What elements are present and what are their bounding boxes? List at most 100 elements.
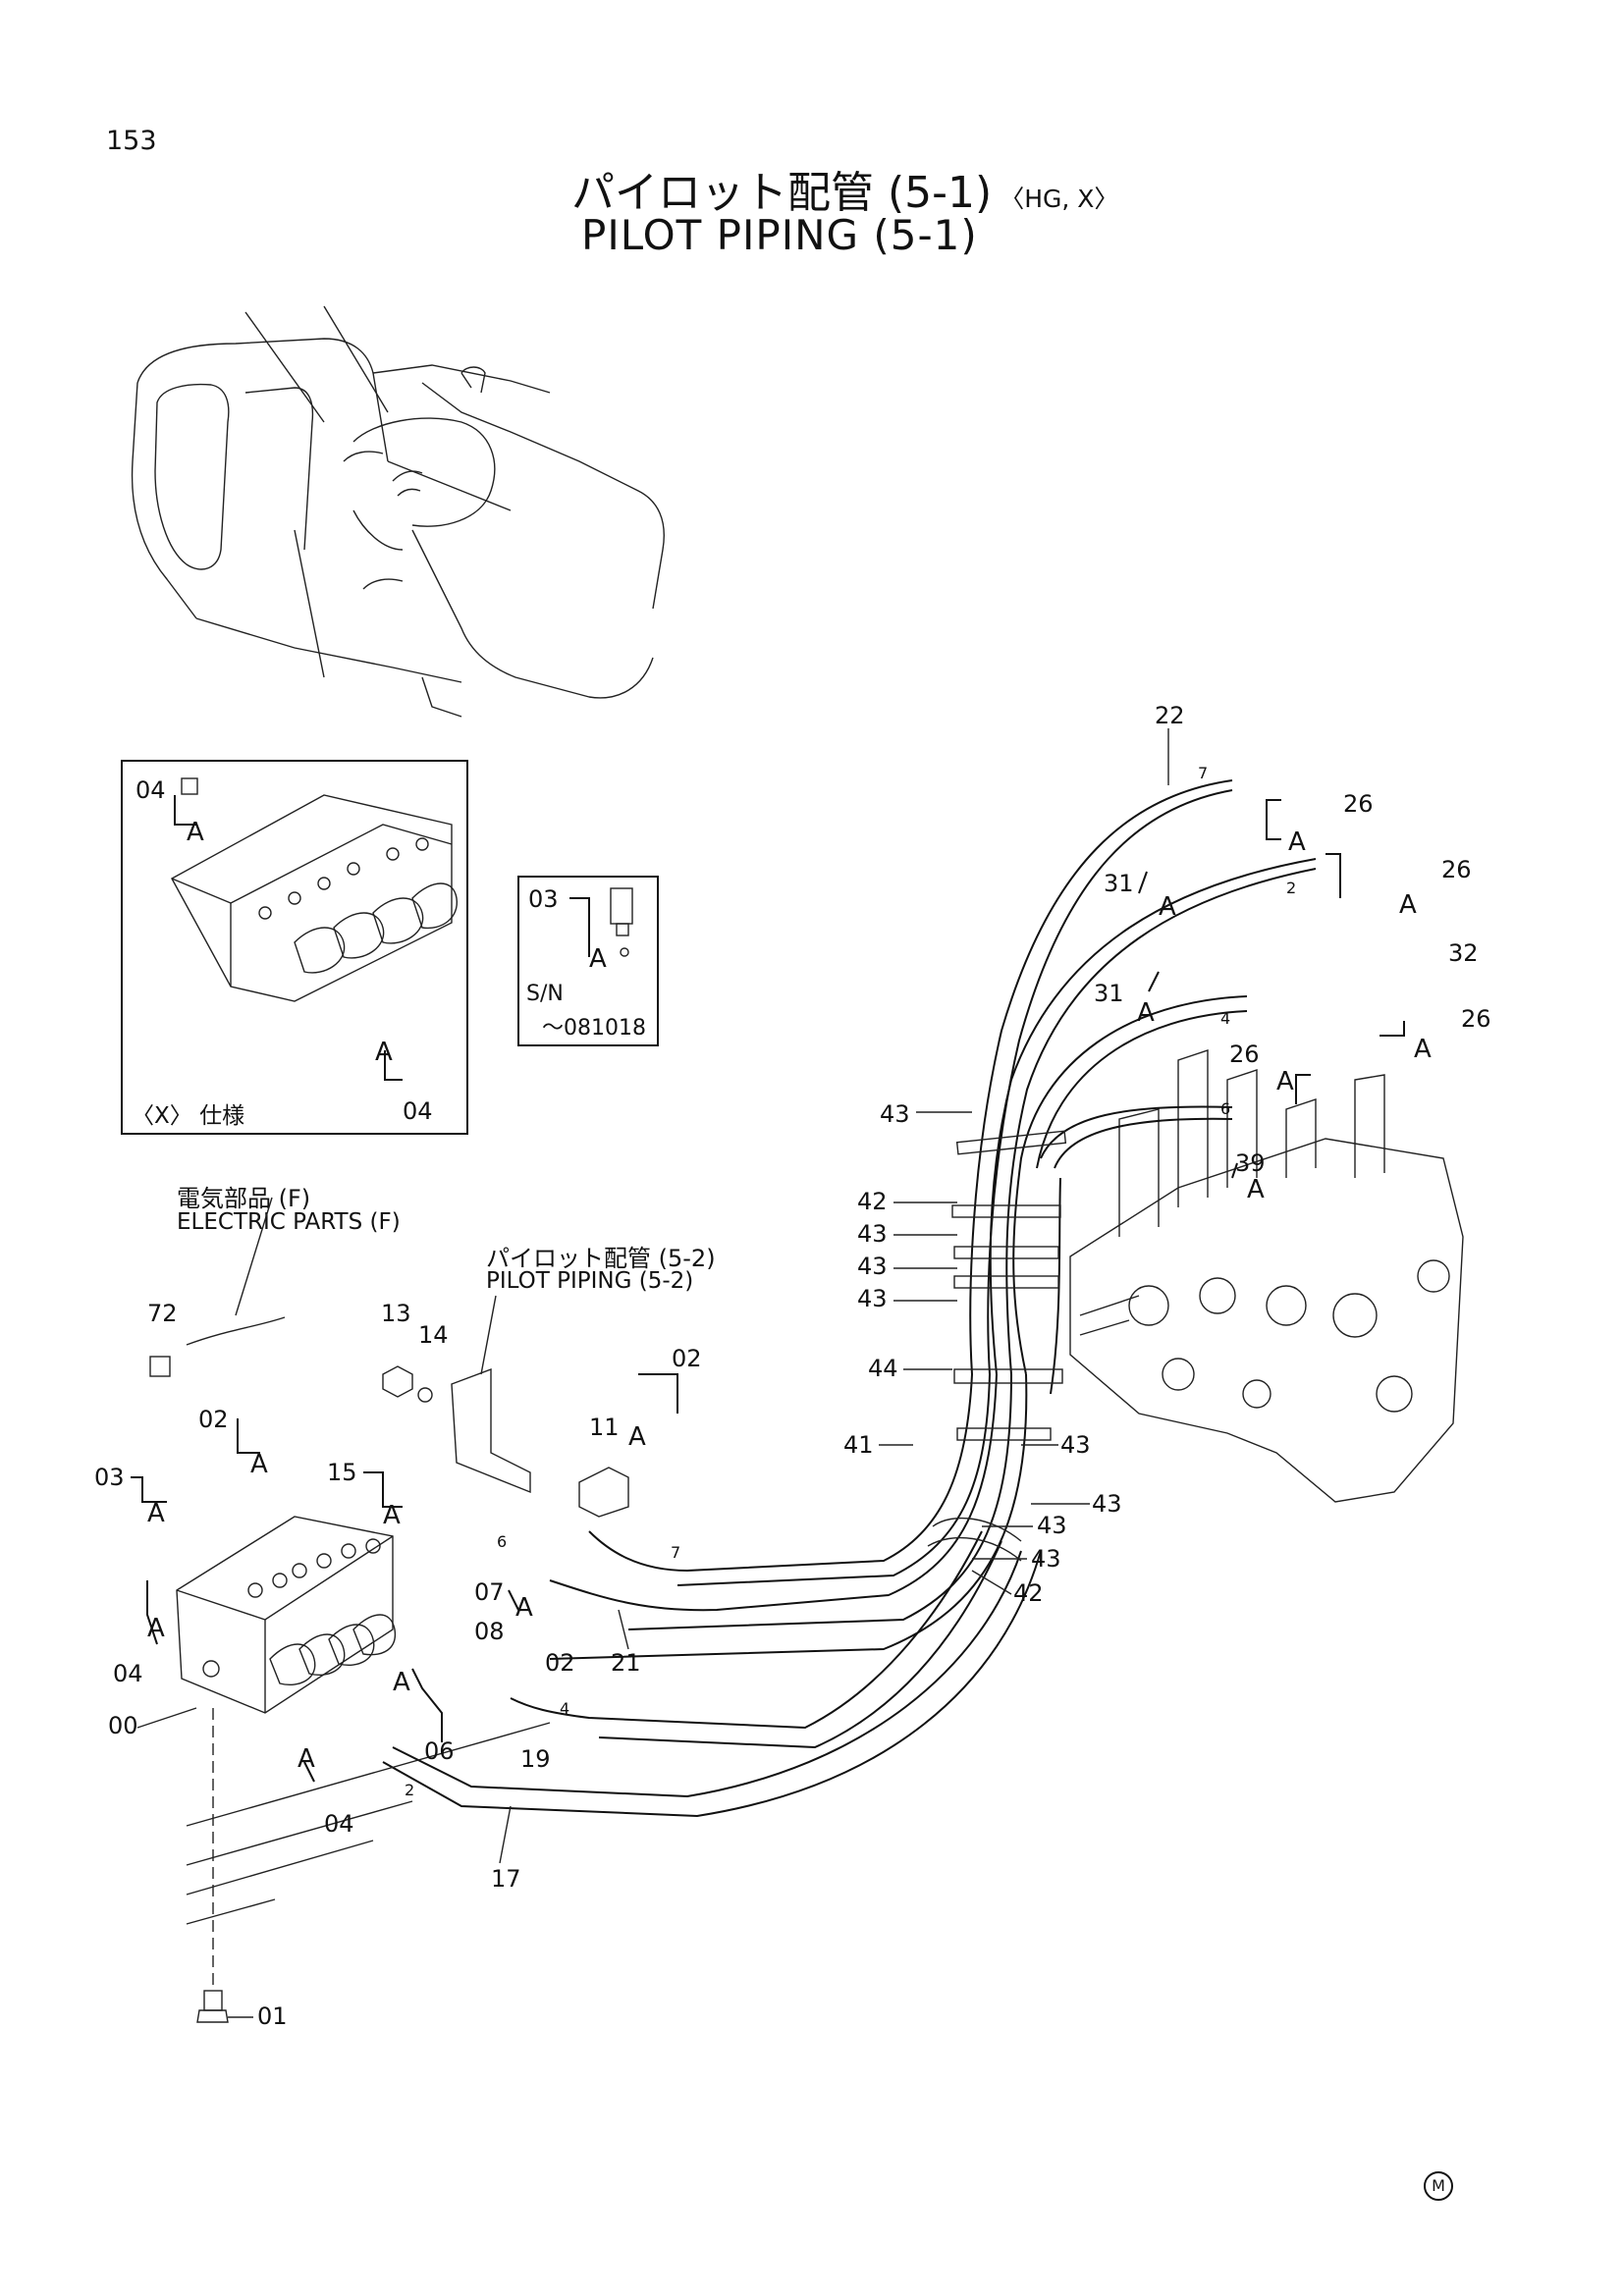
- connector-a-label: A: [375, 1038, 393, 1067]
- bolt-01: [196, 1708, 229, 2023]
- serial-range: ～081018: [542, 1016, 646, 1041]
- label-72: 72: [147, 1300, 178, 1327]
- label-39: 39: [1235, 1149, 1266, 1177]
- label-43-d: 43: [857, 1285, 888, 1312]
- connector-a-label: A: [298, 1744, 315, 1774]
- label-43-e: 43: [1060, 1431, 1091, 1459]
- hose-clamps: [927, 1130, 1067, 1562]
- label-21: 21: [611, 1649, 641, 1677]
- x-spec-inset-frame: [121, 760, 468, 1135]
- part-number-labels: 22 26 26 26 26 32 31 31 39 43 42 43 43 4…: [94, 702, 1491, 2030]
- hose-bundle: [382, 779, 1317, 1818]
- label-43-f: 43: [1092, 1490, 1122, 1518]
- page-number: 153: [106, 126, 157, 156]
- bracket: [451, 1367, 531, 1494]
- label-31-b: 31: [1094, 980, 1124, 1007]
- label-04-a: 04: [135, 776, 166, 804]
- connector-a-label: A: [383, 1501, 401, 1530]
- connector-a-label: A: [1414, 1035, 1432, 1064]
- connector-a-label: A: [1137, 998, 1155, 1028]
- label-43-c: 43: [857, 1253, 888, 1280]
- label-22: 22: [1155, 702, 1185, 729]
- label-31-a: 31: [1104, 870, 1134, 897]
- switch-03-inset: [610, 887, 633, 957]
- connector-a-label: A: [250, 1450, 268, 1479]
- serial-inset-frame: [517, 876, 659, 1046]
- label-44: 44: [868, 1355, 898, 1382]
- control-valve-body: [1069, 1049, 1464, 1503]
- label-01: 01: [257, 2002, 288, 2030]
- page-title-jp: パイロット配管 (5-1)〈HG, X〉: [571, 157, 1118, 220]
- tee-fitting-11: [578, 1467, 629, 1518]
- title-jp-suffix: 〈HG, X〉: [1000, 185, 1119, 213]
- pilot-piping-ref-jp: パイロット配管 (5-2): [486, 1245, 716, 1272]
- label-04-d: 04: [324, 1810, 354, 1838]
- label-leader-lines: [136, 728, 1169, 2018]
- label-02-a: 02: [672, 1345, 702, 1372]
- page-title-en: PILOT PIPING (5-1): [581, 211, 978, 259]
- connector-a-label: A: [1159, 892, 1176, 922]
- label-04-b: 04: [403, 1097, 433, 1125]
- connector-a-label: A: [1288, 828, 1306, 857]
- label-26-b: 26: [1441, 856, 1472, 883]
- hose-number: 2: [405, 1781, 414, 1799]
- connector-a-leaders: [131, 795, 1405, 1783]
- serial-label: S/N: [526, 982, 564, 1006]
- hose-number: 6: [1220, 1099, 1230, 1118]
- connector-72: [149, 1356, 171, 1377]
- connector-a-label: A: [628, 1422, 646, 1452]
- label-43-h: 43: [1031, 1545, 1061, 1573]
- label-04-c: 04: [113, 1660, 143, 1687]
- label-19: 19: [520, 1745, 551, 1773]
- label-26-d: 26: [1229, 1041, 1260, 1068]
- label-43-b: 43: [857, 1220, 888, 1248]
- label-26-c: 26: [1461, 1005, 1491, 1033]
- machine-frame-lines: [186, 1722, 551, 1925]
- label-32: 32: [1448, 939, 1479, 967]
- connector-a-label: A: [147, 1499, 165, 1528]
- pilot-ref-leader: [480, 1295, 497, 1375]
- hose-number: 4: [560, 1699, 569, 1718]
- connector-a-label: A: [1247, 1175, 1265, 1204]
- label-41: 41: [843, 1431, 874, 1459]
- hose-number: 7: [1198, 764, 1208, 782]
- pilot-piping-ref-en: PILOT PIPING (5-2): [486, 1268, 694, 1294]
- connector-a-label: A: [1276, 1067, 1294, 1096]
- label-14: 14: [418, 1321, 449, 1349]
- washer-14: [417, 1387, 433, 1403]
- label-03-b: 03: [94, 1464, 125, 1491]
- hose-number: 2: [1286, 879, 1296, 897]
- title-jp-main: パイロット配管 (5-1): [571, 168, 993, 218]
- label-02-b: 02: [198, 1406, 229, 1433]
- label-02-c: 02: [545, 1649, 575, 1677]
- label-13: 13: [381, 1300, 411, 1327]
- circled-m-mark: M: [1424, 2171, 1453, 2201]
- label-26-a: 26: [1343, 790, 1374, 818]
- connector-a-label: A: [1399, 890, 1417, 920]
- label-06: 06: [424, 1737, 455, 1765]
- label-15: 15: [327, 1459, 357, 1486]
- label-43-a: 43: [880, 1100, 910, 1128]
- nut-13: [382, 1365, 413, 1398]
- hose-number: 7: [671, 1543, 680, 1562]
- x-spec-valve-block: [171, 777, 458, 1002]
- lower-valve-block: [176, 1516, 397, 1714]
- excavator-overview-drawing: [131, 305, 665, 718]
- electric-ref-leader: [235, 1197, 273, 1316]
- connector-a-labels: A A A A A A A A A A A A A A A A A A: [147, 818, 1432, 1774]
- label-07: 07: [474, 1578, 505, 1606]
- inset-spec-label: 〈X〉 仕様: [132, 1103, 245, 1129]
- connector-a-label: A: [515, 1593, 533, 1623]
- label-00: 00: [108, 1712, 138, 1739]
- hose-number: 4: [1220, 1009, 1230, 1028]
- label-08: 08: [474, 1618, 505, 1645]
- connector-a-label: A: [187, 818, 204, 847]
- hose-number: 6: [497, 1532, 507, 1551]
- hose-numbers: 7 2 4 6 6 7 4 2: [405, 764, 1296, 1799]
- label-42-a: 42: [857, 1188, 888, 1215]
- label-03-a: 03: [528, 885, 559, 913]
- label-43-g: 43: [1037, 1512, 1067, 1539]
- connector-a-label: A: [147, 1614, 165, 1643]
- electric-wire: [186, 1316, 286, 1346]
